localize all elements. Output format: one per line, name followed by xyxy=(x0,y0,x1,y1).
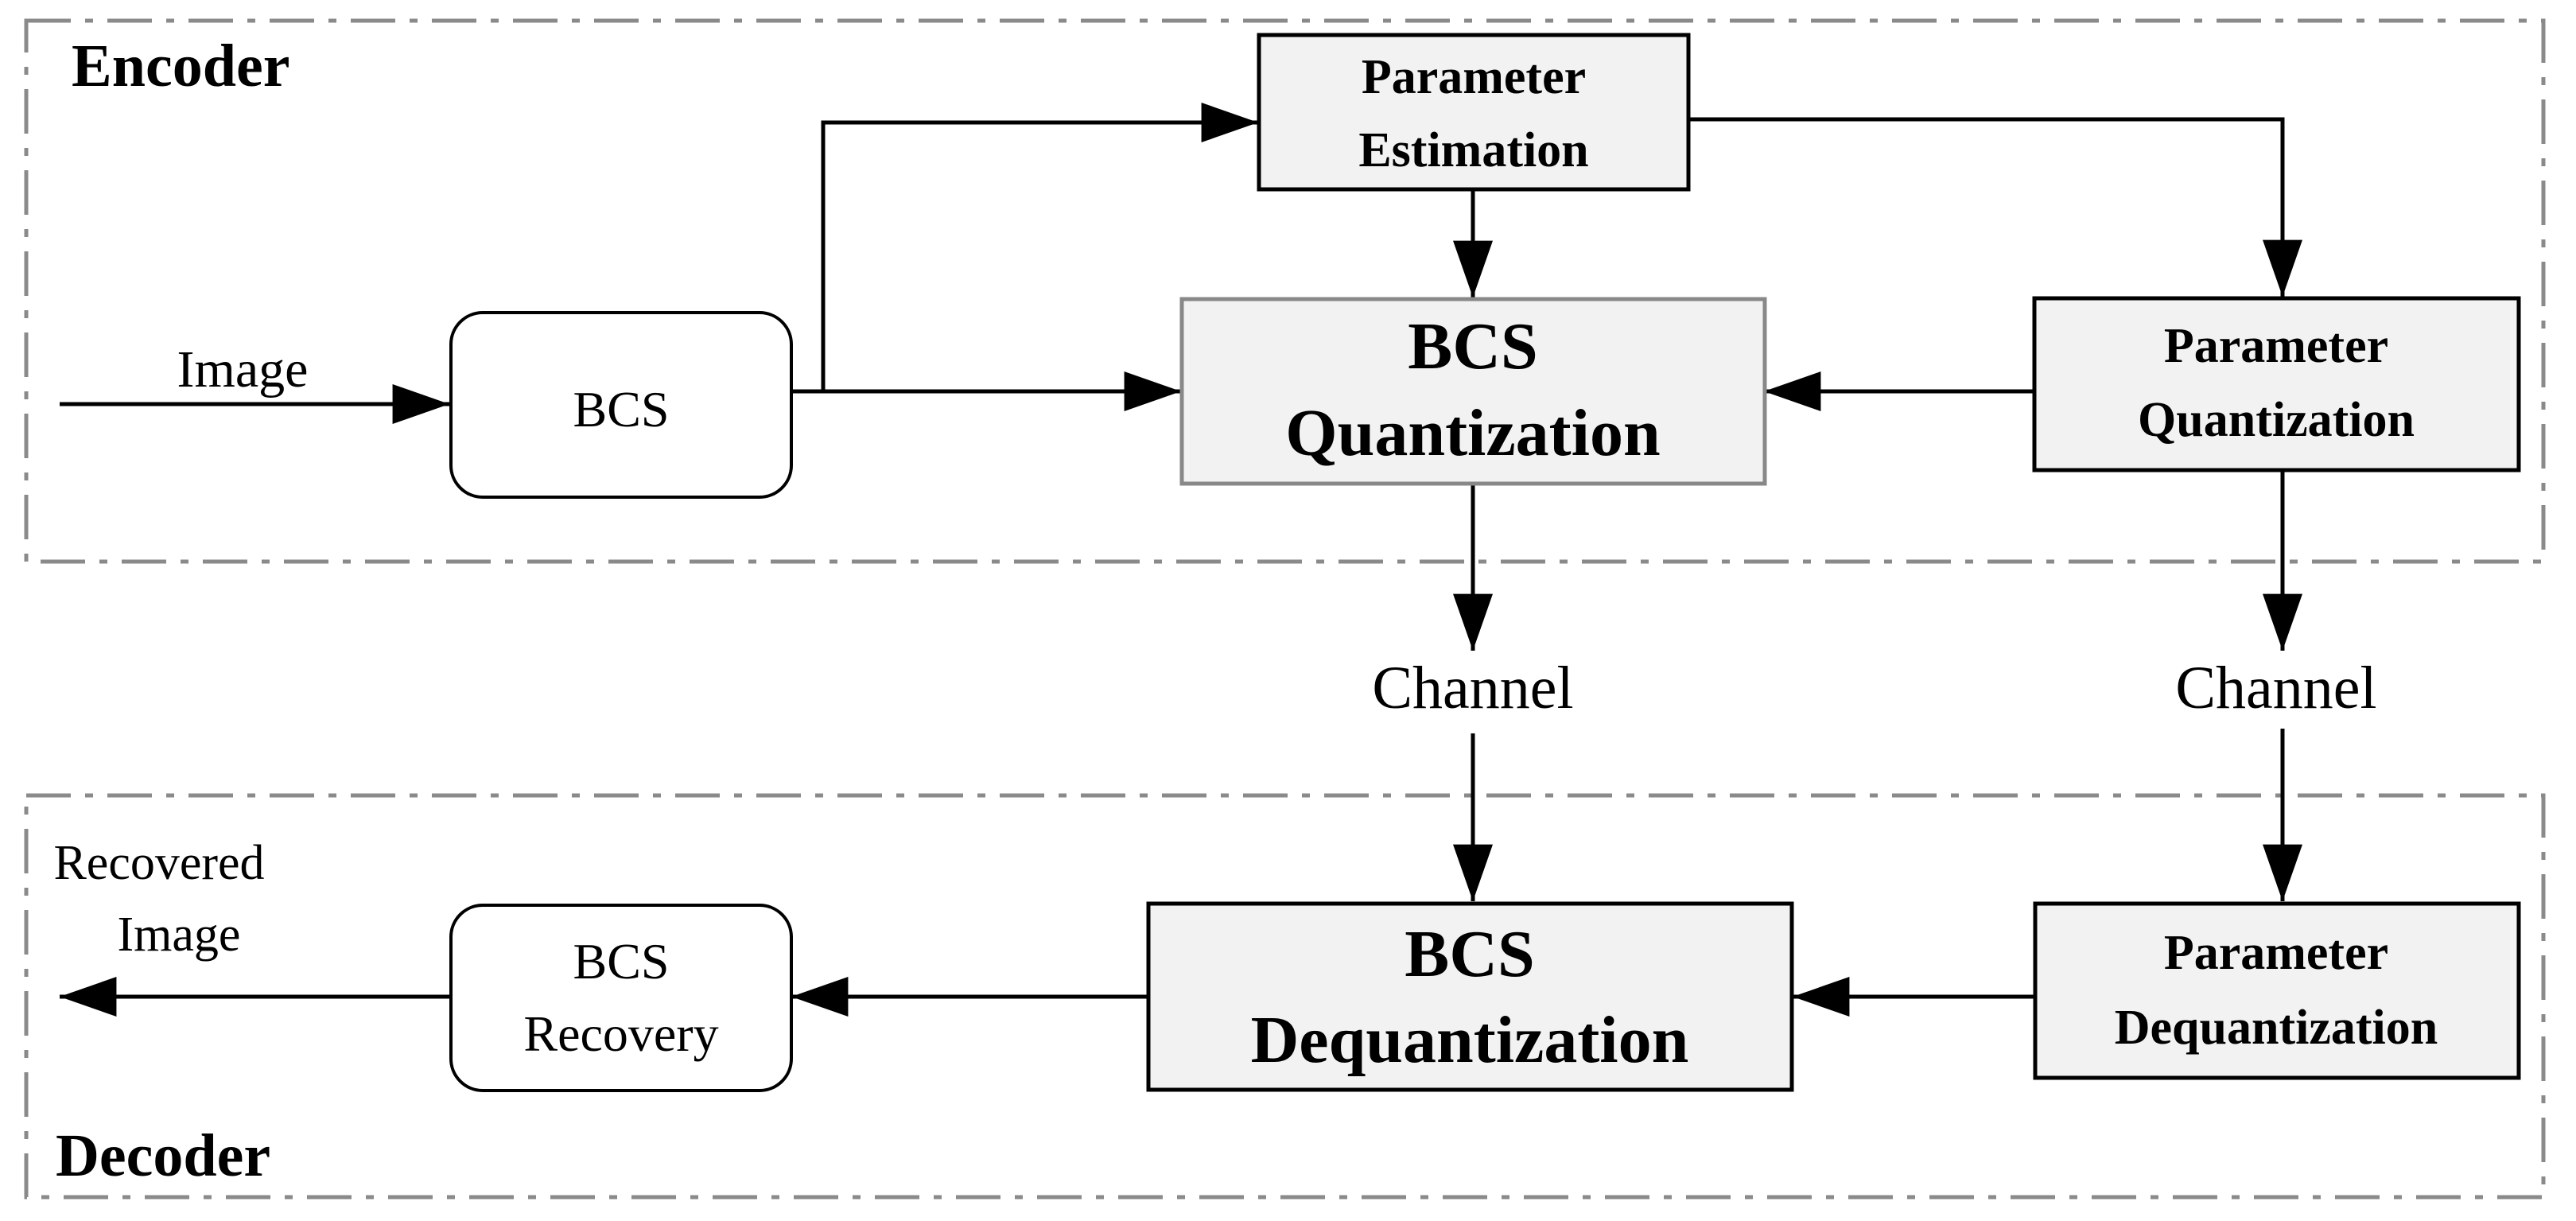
decoder-region xyxy=(24,793,2546,1200)
recovered-image-label-line-2: Image xyxy=(118,908,241,962)
block-bcs-quantization-box xyxy=(1179,297,1767,486)
block-parameter-quantization-line-2: Quantization xyxy=(2138,393,2415,447)
block-parameter-quantization: Parameter Quantization xyxy=(2032,296,2521,472)
bcs-to-estimation-arrow xyxy=(821,103,1258,391)
block-bcs-quantization-line-1: BCS xyxy=(1408,309,1537,383)
channel-label-right: Channel xyxy=(2175,655,2376,721)
block-bcs-recovery-line-1: BCS xyxy=(573,933,670,990)
block-bcs-dequantization-line-1: BCS xyxy=(1405,917,1534,991)
block-bcs-quantization-line-2: Quantization xyxy=(1285,396,1660,470)
decoder-title: Decoder xyxy=(56,1122,270,1189)
block-bcs-label: BCS xyxy=(573,381,670,437)
block-bcs-box xyxy=(449,311,793,499)
block-parameter-quantization-box xyxy=(2032,296,2521,472)
block-parameter-dequantization-box xyxy=(2033,901,2521,1080)
block-bcs-dequantization: BCS Dequantization xyxy=(1146,901,1794,1092)
estimation-to-param-quantization-arrow xyxy=(1690,117,2302,297)
block-parameter-dequantization-line-1: Parameter xyxy=(2164,926,2388,980)
image-input-label: Image xyxy=(177,340,309,399)
block-parameter-estimation-box xyxy=(1257,33,1691,192)
channel-label-left: Channel xyxy=(1372,655,1573,721)
block-bcs-quantization: BCS Quantization xyxy=(1179,297,1767,486)
block-parameter-estimation-line-1: Parameter xyxy=(1362,50,1586,104)
encoder-title: Encoder xyxy=(72,33,289,99)
connectors xyxy=(60,103,2302,1017)
block-parameter-dequantization-line-2: Dequantization xyxy=(2115,1001,2438,1055)
block-bcs-dequantization-box xyxy=(1146,901,1794,1092)
block-parameter-estimation-line-2: Estimation xyxy=(1358,123,1588,177)
block-bcs-dequantization-line-2: Dequantization xyxy=(1251,1003,1689,1077)
block-parameter-estimation: Parameter Estimation xyxy=(1257,33,1691,192)
block-bcs: BCS xyxy=(449,311,793,499)
recovered-image-label-line-1: Recovered xyxy=(53,836,264,890)
block-bcs-recovery-box xyxy=(449,904,793,1092)
block-bcs-recovery: BCS Recovery xyxy=(449,904,793,1092)
block-bcs-recovery-line-2: Recovery xyxy=(523,1005,718,1062)
block-parameter-quantization-line-1: Parameter xyxy=(2164,319,2388,373)
block-parameter-dequantization: Parameter Dequantization xyxy=(2033,901,2521,1080)
encoder-region xyxy=(24,18,2546,564)
